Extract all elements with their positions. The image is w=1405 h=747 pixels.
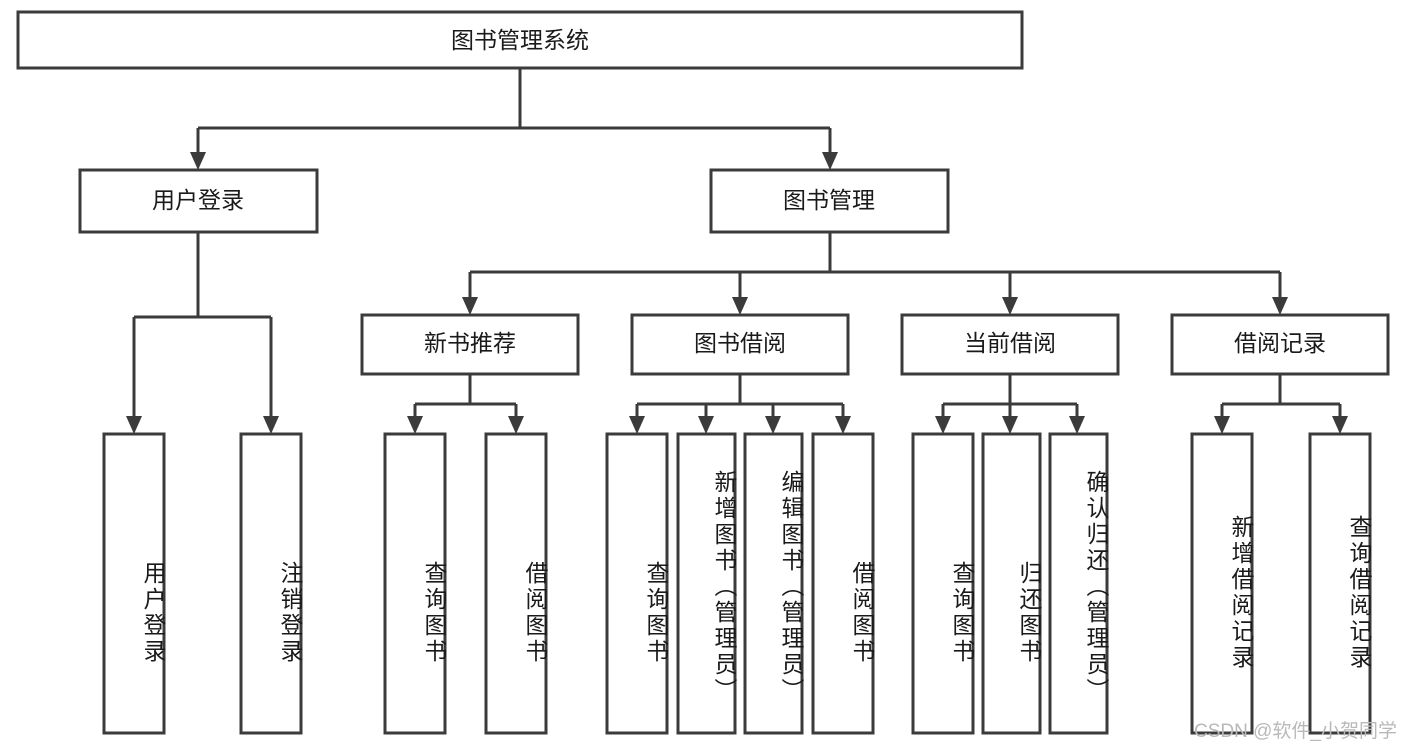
arrowhead-leaf-user-login	[126, 416, 142, 434]
connector-group-borrow-record	[1214, 374, 1348, 434]
node-book-manage-box[interactable]	[709, 168, 950, 234]
node-root-box[interactable]	[16, 10, 1024, 70]
arrowhead-leaf-borrow-1	[508, 416, 524, 434]
node-root[interactable]: 图书管理系统	[16, 10, 1024, 70]
leaf-query-book-3-box[interactable]	[911, 432, 975, 735]
leaf-confirm-return-box[interactable]	[1048, 432, 1109, 735]
leaf-return-book-box[interactable]	[981, 432, 1042, 735]
arrowhead-leaf-confirm-return	[1069, 416, 1085, 434]
connector-group-user-login	[126, 232, 279, 434]
node-borrow-record-label: 借阅记录	[1234, 330, 1326, 356]
node-user-login-label: 用户登录	[152, 187, 244, 213]
node-book-manage-label: 图书管理	[783, 187, 875, 213]
connector-group-book-borrow	[629, 374, 851, 434]
node-new-book-recommend-box[interactable]	[360, 313, 580, 376]
leaf-add-record-box[interactable]	[1190, 432, 1254, 735]
node-user-login-box[interactable]	[78, 168, 319, 234]
node-current-borrow-label: 当前借阅	[964, 330, 1056, 356]
arrowhead-user-login	[190, 152, 206, 170]
node-current-borrow[interactable]: 当前借阅	[900, 313, 1120, 376]
leaf-add-book-box[interactable]	[676, 432, 737, 735]
arrowhead-leaf-user-logout	[263, 416, 279, 434]
arrowhead-current-borrow	[1002, 297, 1018, 315]
node-root-label: 图书管理系统	[451, 27, 589, 53]
arrowhead-new-book	[462, 297, 478, 315]
node-borrow-record-box[interactable]	[1170, 313, 1390, 376]
connector-group-new-book	[407, 374, 524, 434]
arrowhead-borrow-record	[1272, 297, 1288, 315]
leaf-user-login-box[interactable]	[102, 432, 166, 735]
node-user-login[interactable]: 用户登录	[78, 168, 319, 234]
arrowhead-leaf-query-record	[1332, 416, 1348, 434]
node-current-borrow-box[interactable]	[900, 313, 1120, 376]
arrowhead-leaf-return-book	[1002, 416, 1018, 434]
arrowhead-leaf-edit-book	[765, 416, 781, 434]
arrowhead-leaf-add-record	[1214, 416, 1230, 434]
node-new-book-recommend[interactable]: 新书推荐	[360, 313, 580, 376]
node-new-book-recommend-label: 新书推荐	[424, 330, 516, 356]
arrowhead-book-borrow	[732, 297, 748, 315]
leaf-boxes	[102, 432, 1372, 735]
arrowhead-book-manage	[822, 152, 838, 170]
arrowhead-leaf-query-2	[629, 416, 645, 434]
leaf-query-record-box[interactable]	[1308, 432, 1372, 735]
node-book-borrow-box[interactable]	[630, 313, 850, 376]
connector-group-current-borrow	[935, 374, 1085, 434]
connector-group-book-manage	[462, 232, 1288, 315]
node-book-borrow[interactable]: 图书借阅	[630, 313, 850, 376]
leaf-user-logout-box[interactable]	[239, 432, 303, 735]
node-borrow-record[interactable]: 借阅记录	[1170, 313, 1390, 376]
arrowhead-leaf-borrow-2	[835, 416, 851, 434]
leaf-query-book-2-box[interactable]	[605, 432, 669, 735]
csdn-watermark: CSDN @软件_小贺同学	[1194, 721, 1397, 742]
leaf-query-book-1-box[interactable]	[383, 432, 447, 735]
leaf-edit-book-box[interactable]	[743, 432, 804, 735]
node-book-manage[interactable]: 图书管理	[709, 168, 950, 234]
connector-group-root	[190, 68, 838, 170]
arrowhead-leaf-query-1	[407, 416, 423, 434]
leaf-borrow-book-1-box[interactable]	[484, 432, 548, 735]
arrowhead-leaf-query-3	[935, 416, 951, 434]
arrowhead-leaf-add-book	[698, 416, 714, 434]
leaf-borrow-book-2-box[interactable]	[811, 432, 875, 735]
node-book-borrow-label: 图书借阅	[694, 330, 786, 356]
